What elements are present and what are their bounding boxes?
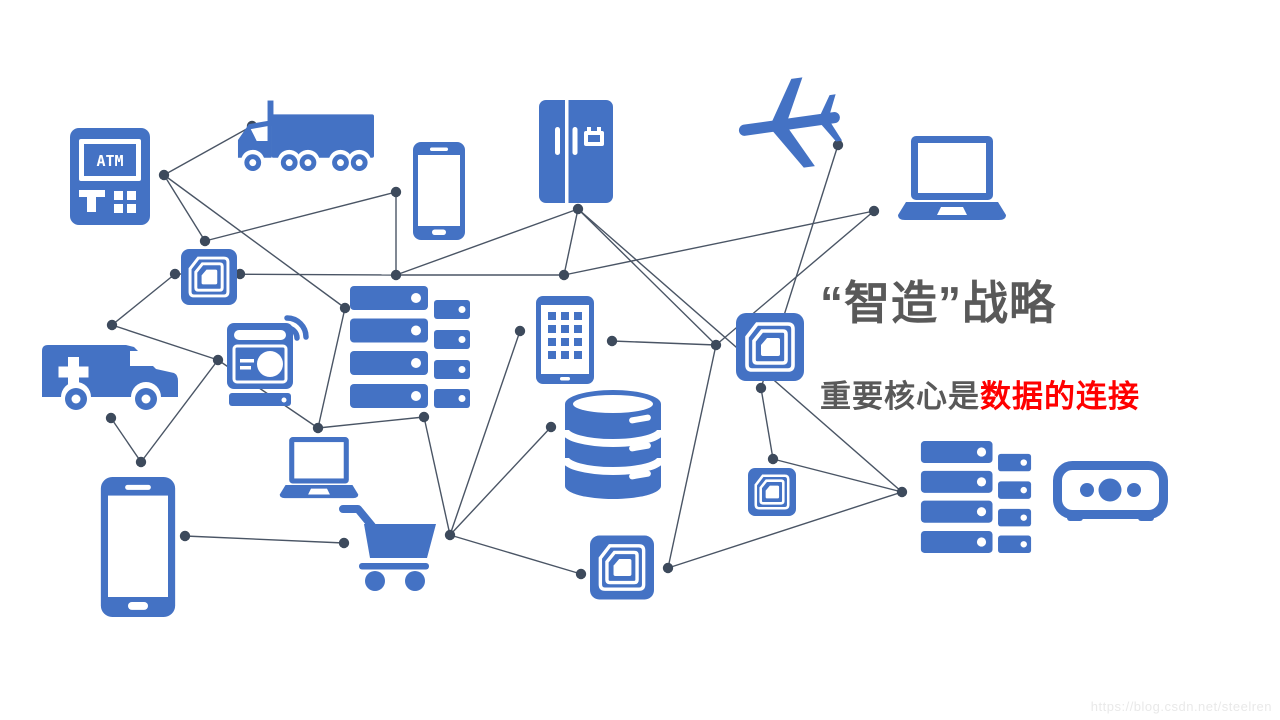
subtitle-highlight: 数据的连接 — [980, 378, 1140, 414]
connector-line — [184, 535, 345, 544]
rfid-chip-icon-3 — [748, 468, 796, 516]
server-rack-center-icon — [350, 286, 470, 408]
tablet-keypad-icon — [536, 296, 594, 384]
server-rack-right-icon — [916, 441, 1036, 553]
connector-line — [449, 330, 521, 536]
node-dot — [158, 169, 170, 181]
node-dot — [390, 186, 402, 198]
node-dot — [179, 530, 191, 542]
node-dot — [755, 382, 767, 394]
laptop-right-icon — [898, 136, 1006, 224]
node-dot — [339, 302, 351, 314]
smartphone-top-icon — [413, 142, 465, 240]
node-dot — [234, 268, 246, 280]
node-dot — [312, 422, 324, 434]
node-dot — [418, 411, 430, 423]
atm-icon: ATM — [70, 128, 150, 225]
node-dot — [105, 412, 117, 424]
laptop-small-icon — [276, 437, 362, 501]
connector-line — [317, 416, 425, 429]
washing-machine-icon — [227, 290, 317, 408]
connector-line — [163, 174, 346, 309]
airplane-icon — [695, 68, 890, 180]
rfid-chip-icon-4 — [590, 535, 654, 600]
node-dot — [514, 325, 526, 337]
connector-line — [110, 417, 142, 463]
node-dot — [767, 453, 779, 465]
connector-line — [449, 426, 552, 536]
connector-line — [111, 324, 219, 361]
connector-line — [423, 416, 451, 536]
node-dot — [896, 486, 908, 498]
refrigerator-icon — [539, 100, 613, 203]
connector-line — [611, 340, 717, 346]
node-dot — [558, 269, 570, 281]
connector-line — [577, 208, 717, 346]
subtitle-prefix: 重要核心是 — [820, 378, 980, 414]
connector-line — [395, 208, 579, 276]
connector-line — [772, 458, 903, 493]
watermark-url: https://blog.csdn.net/steelren — [1090, 699, 1272, 714]
connector-line — [317, 307, 346, 429]
connector-line — [163, 125, 253, 176]
node-dot — [212, 354, 224, 366]
database-icon — [563, 388, 663, 500]
node-dot — [135, 456, 147, 468]
node-dot — [169, 268, 181, 280]
node-dot — [575, 568, 587, 580]
node-dot — [572, 203, 584, 215]
node-dot — [832, 139, 844, 151]
ambulance-icon — [38, 333, 180, 421]
node-dot — [606, 335, 618, 347]
connector-line — [204, 191, 397, 242]
connector-line — [111, 273, 176, 326]
node-dot — [338, 537, 350, 549]
node-dot — [662, 562, 674, 574]
slide-title: “智造”战略 — [820, 277, 1056, 329]
truck-icon — [236, 98, 374, 176]
node-dot — [199, 235, 211, 247]
slide-subtitle: 重要核心是数据的连接 — [820, 371, 1280, 416]
connector-line — [563, 208, 579, 276]
connector-line — [563, 210, 875, 276]
svg-text:ATM: ATM — [96, 152, 123, 170]
node-dot — [444, 529, 456, 541]
node-dot — [868, 205, 880, 217]
node-dot — [390, 269, 402, 281]
connector-line — [140, 359, 219, 463]
connector-line — [163, 174, 206, 242]
connector-line — [760, 387, 774, 460]
node-dot — [545, 421, 557, 433]
rfid-chip-icon-2 — [736, 313, 804, 381]
connector-line — [667, 344, 717, 569]
rfid-chip-icon-1 — [181, 249, 237, 305]
connector-line — [667, 491, 903, 569]
shopping-cart-icon — [338, 500, 438, 592]
smartphone-bottom-icon — [100, 477, 176, 617]
title-block: “智造”战略 重要核心是数据的连接 — [820, 278, 1280, 416]
router-device-icon — [1053, 461, 1168, 523]
node-dot — [106, 319, 118, 331]
node-dot — [710, 339, 722, 351]
connector-line — [449, 534, 582, 575]
